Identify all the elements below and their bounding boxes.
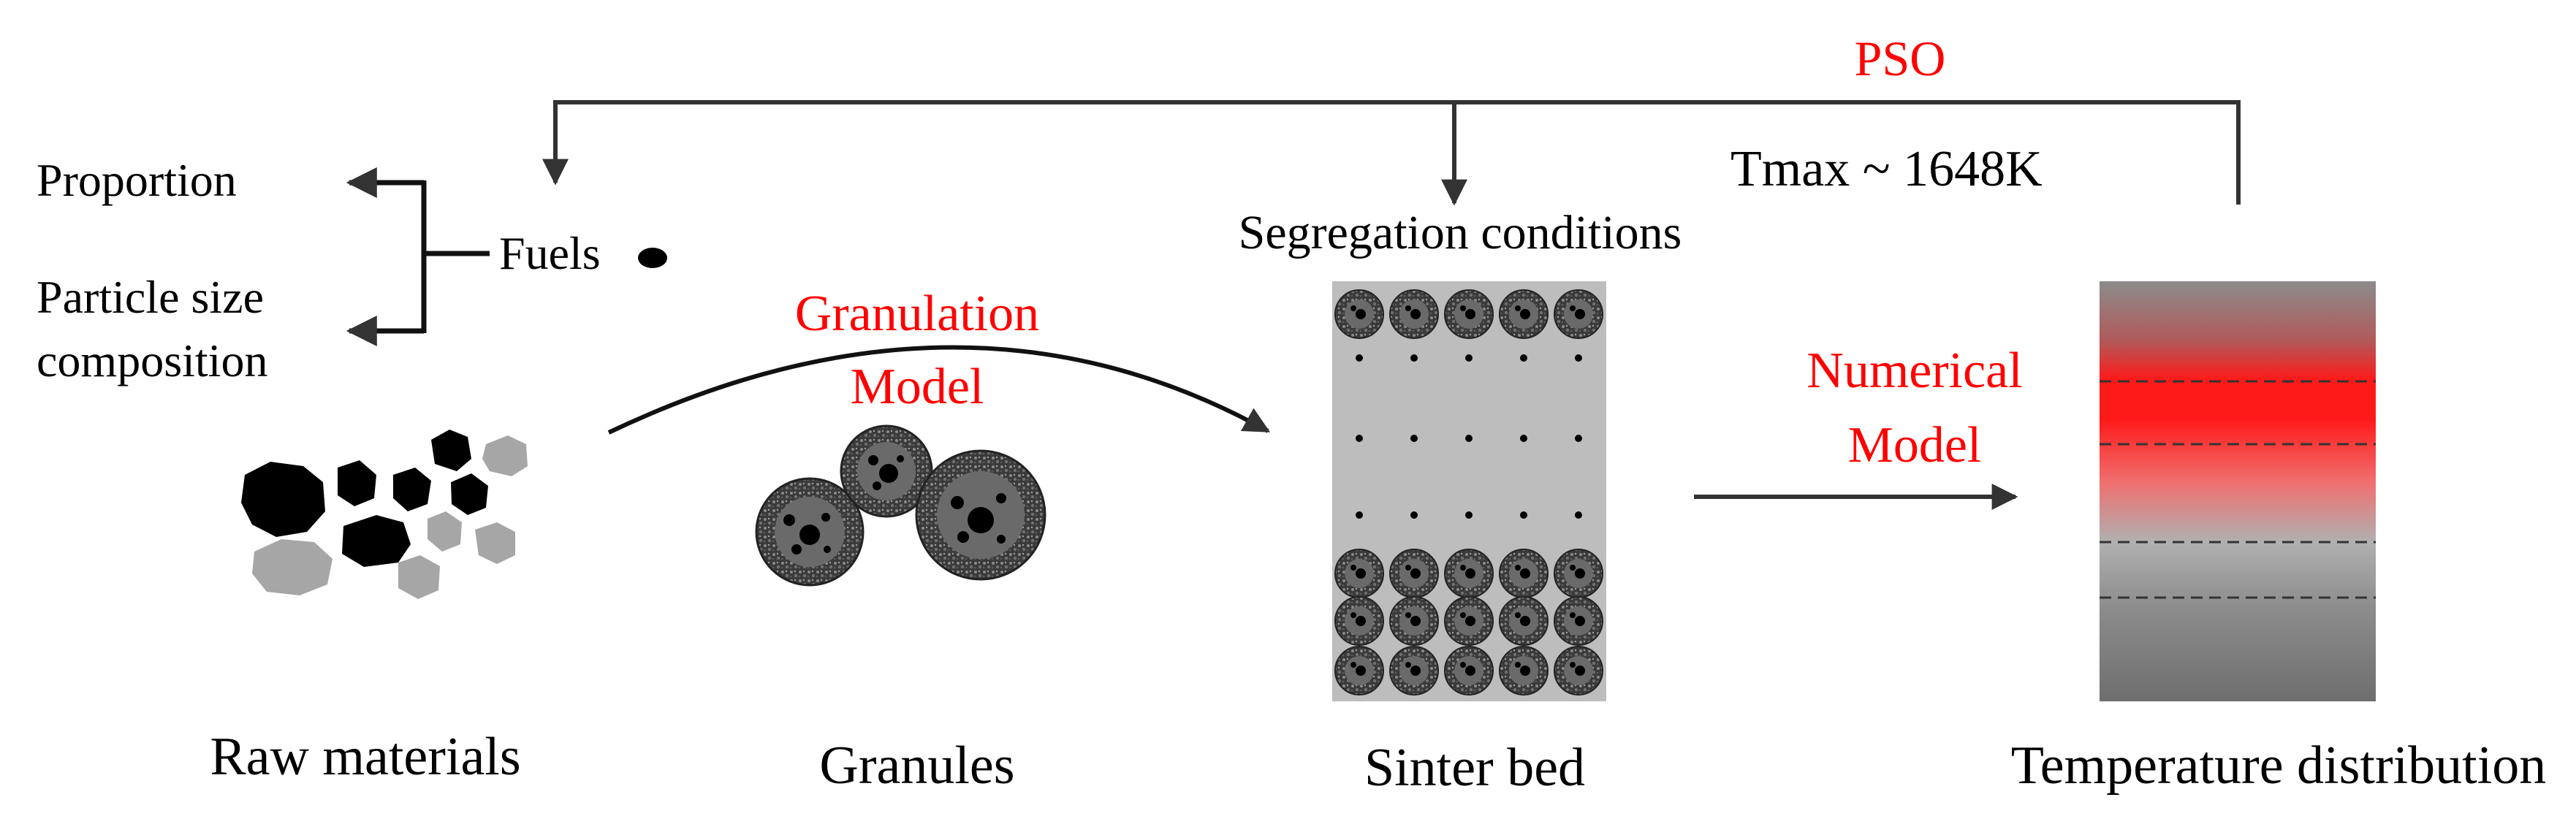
bed-fuel-dot xyxy=(1465,511,1473,519)
bed-granule xyxy=(1389,549,1439,598)
fuels-branch-connector xyxy=(421,180,490,333)
sinter-bed-fuel-dots xyxy=(1356,354,1582,519)
fuel-particle-dot xyxy=(638,248,667,268)
bed-granule xyxy=(1554,646,1603,695)
bed-granule xyxy=(1334,549,1384,598)
raw-particle-dark xyxy=(431,430,471,471)
bed-granule xyxy=(1389,289,1439,339)
bed-granule xyxy=(1334,646,1384,695)
sinter-bed xyxy=(1332,281,1606,701)
bed-fuel-dot xyxy=(1520,511,1527,519)
bed-granule xyxy=(1499,289,1549,339)
bed-granule xyxy=(1444,646,1494,695)
sinter-bed-granules xyxy=(1334,289,1603,695)
raw-particle-dark xyxy=(451,473,488,515)
raw-particle-dark xyxy=(241,462,325,537)
granulation-model-arrow xyxy=(607,345,1271,435)
granulation-model-label-line2: Model xyxy=(851,359,984,415)
bed-fuel-dot xyxy=(1410,435,1418,442)
granule-middle xyxy=(840,424,933,518)
granule-right xyxy=(915,449,1046,581)
bed-granule xyxy=(1499,646,1549,695)
raw-particle-dark xyxy=(393,468,431,511)
bed-granule xyxy=(1444,596,1494,646)
granulation-model-label-line1: Granulation xyxy=(795,286,1039,342)
bed-fuel-dot xyxy=(1520,435,1527,442)
bed-granule xyxy=(1389,646,1439,695)
bed-fuel-dot xyxy=(1575,511,1582,519)
temperature-gradient xyxy=(2100,281,2376,701)
raw-particle-light xyxy=(428,511,462,552)
bed-granule xyxy=(1444,289,1494,339)
bed-granule xyxy=(1444,549,1494,598)
segregation-conditions-label: Segregation conditions xyxy=(1239,206,1682,259)
numerical-model-label-line2: Model xyxy=(1848,417,1982,473)
raw-materials-caption: Raw materials xyxy=(210,727,520,787)
tmax-label: Tmax ~ 1648K xyxy=(1730,141,2043,197)
bed-fuel-dot xyxy=(1465,354,1473,362)
sinter-bed-caption: Sinter bed xyxy=(1364,738,1585,798)
raw-particle-dark xyxy=(342,515,411,567)
raw-particle-light xyxy=(475,522,515,564)
granules-caption: Granules xyxy=(819,736,1014,796)
raw-materials-particles xyxy=(241,430,528,599)
bed-granule xyxy=(1499,596,1549,646)
bed-fuel-dot xyxy=(1410,354,1418,362)
granules-illustration xyxy=(755,424,1046,587)
bed-fuel-dot xyxy=(1356,354,1363,362)
bed-fuel-dot xyxy=(1356,511,1363,519)
raw-particle-light xyxy=(252,539,333,595)
bed-fuel-dot xyxy=(1410,511,1418,519)
raw-particle-light xyxy=(398,555,440,599)
bed-fuel-dot xyxy=(1465,435,1473,442)
numerical-model-label-line1: Numerical xyxy=(1806,343,2022,399)
raw-particle-light xyxy=(482,435,528,476)
bed-fuel-dot xyxy=(1356,435,1363,442)
proportion-label: Proportion xyxy=(37,154,237,206)
bed-fuel-dot xyxy=(1520,354,1527,362)
particle-size-label-line1: Particle size xyxy=(37,271,264,323)
bed-granule xyxy=(1334,596,1384,646)
temperature-distribution-caption: Temperature distribution xyxy=(2011,736,2547,796)
pso-feedback-loop-line xyxy=(542,100,2241,205)
bed-granule xyxy=(1554,289,1603,339)
bed-fuel-dot xyxy=(1575,435,1582,442)
particle-size-label-line2: composition xyxy=(37,335,267,386)
bed-granule xyxy=(1554,549,1603,598)
bed-fuel-dot xyxy=(1575,354,1582,362)
bed-granule xyxy=(1554,596,1603,646)
bed-granule xyxy=(1499,549,1549,598)
bed-granule xyxy=(1334,289,1384,339)
temperature-distribution-bed xyxy=(2100,281,2376,701)
fuels-label: Fuels xyxy=(499,227,601,279)
granule-left xyxy=(755,477,865,587)
pso-label: PSO xyxy=(1855,31,1946,86)
bed-granule xyxy=(1389,596,1439,646)
raw-particle-dark xyxy=(338,460,376,506)
